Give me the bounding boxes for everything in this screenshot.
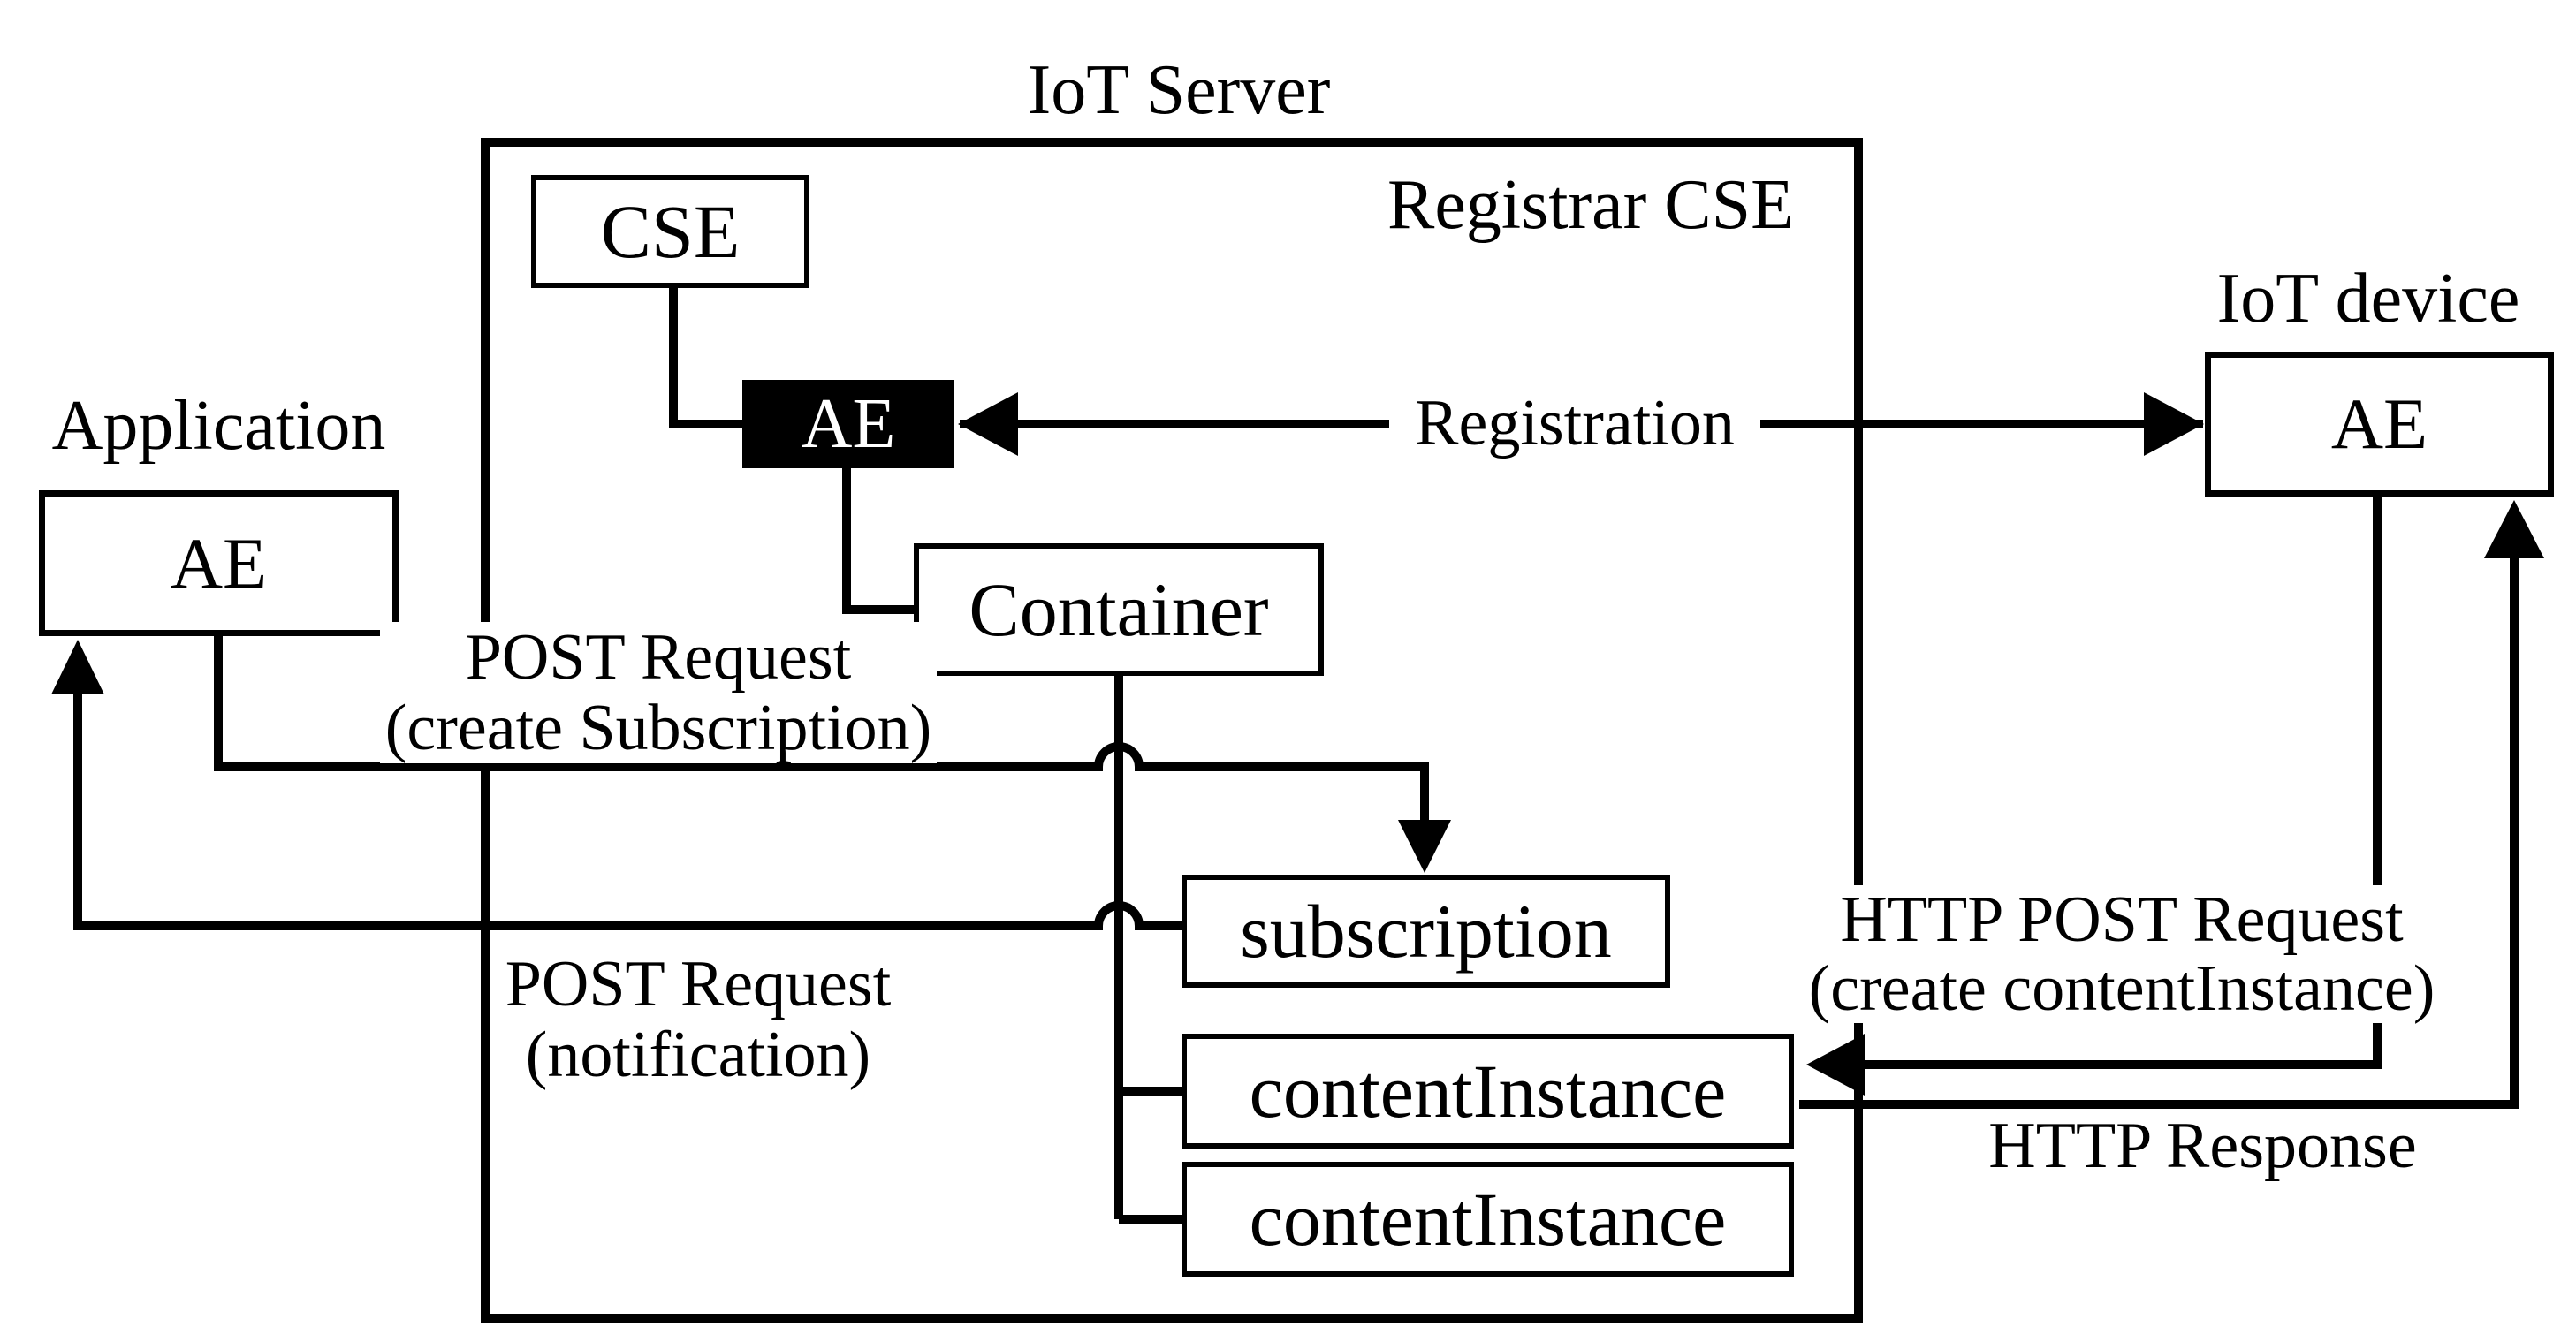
http-post-request-label: HTTP POST Request (create contentInstanc… xyxy=(1803,885,2441,1023)
content-instance-1-node: contentInstance xyxy=(1182,1034,1794,1149)
iot-device-title: IoT device xyxy=(2216,260,2520,337)
post-create-subscription-label-line2: (create Subscription) xyxy=(384,692,932,764)
http-post-request-arrowhead xyxy=(1806,1034,1865,1096)
http-response-line xyxy=(1799,557,2519,1109)
subscription-node: subscription xyxy=(1182,875,1670,988)
registrar-ae-node: AE xyxy=(742,380,954,468)
application-title: Application xyxy=(51,387,386,465)
registrar-cse-title: Registrar CSE xyxy=(1387,166,1794,244)
post-notification-arrowhead xyxy=(51,640,104,694)
registration-left-arrowhead xyxy=(958,392,1018,456)
cse-node: CSE xyxy=(531,175,809,288)
ae-to-container-connector xyxy=(842,468,914,614)
http-post-request-label-line1: HTTP POST Request xyxy=(1840,883,2404,956)
post-create-subscription-line xyxy=(214,634,1429,822)
content-instance-2-node: contentInstance xyxy=(1182,1162,1794,1277)
iot-server-title: IoT Server xyxy=(1027,51,1331,129)
post-create-subscription-label-line1: POST Request xyxy=(465,621,852,694)
application-ae-node: AE xyxy=(39,490,399,636)
registration-right-arrowhead xyxy=(2144,392,2204,456)
container-node: Container xyxy=(914,543,1324,676)
post-notification-label-line2: (notification) xyxy=(525,1019,871,1091)
device-ae-node: AE xyxy=(2205,352,2554,497)
http-response-label: HTTP Response xyxy=(1979,1111,2426,1180)
post-notification-line xyxy=(73,693,1182,930)
http-post-request-line xyxy=(1861,497,2382,1069)
post-notification-label: POST Request (notification) xyxy=(490,949,906,1090)
http-response-arrowhead xyxy=(2484,500,2544,558)
http-post-request-label-line2: (create contentInstance) xyxy=(1808,952,2435,1025)
post-create-subscription-label: POST Request (create Subscription) xyxy=(380,622,937,763)
registration-label: Registration xyxy=(1389,383,1760,465)
cse-to-ae-connector xyxy=(669,288,742,428)
post-notification-label-line1: POST Request xyxy=(505,948,892,1020)
post-create-subscription-arrowhead xyxy=(1398,820,1451,873)
